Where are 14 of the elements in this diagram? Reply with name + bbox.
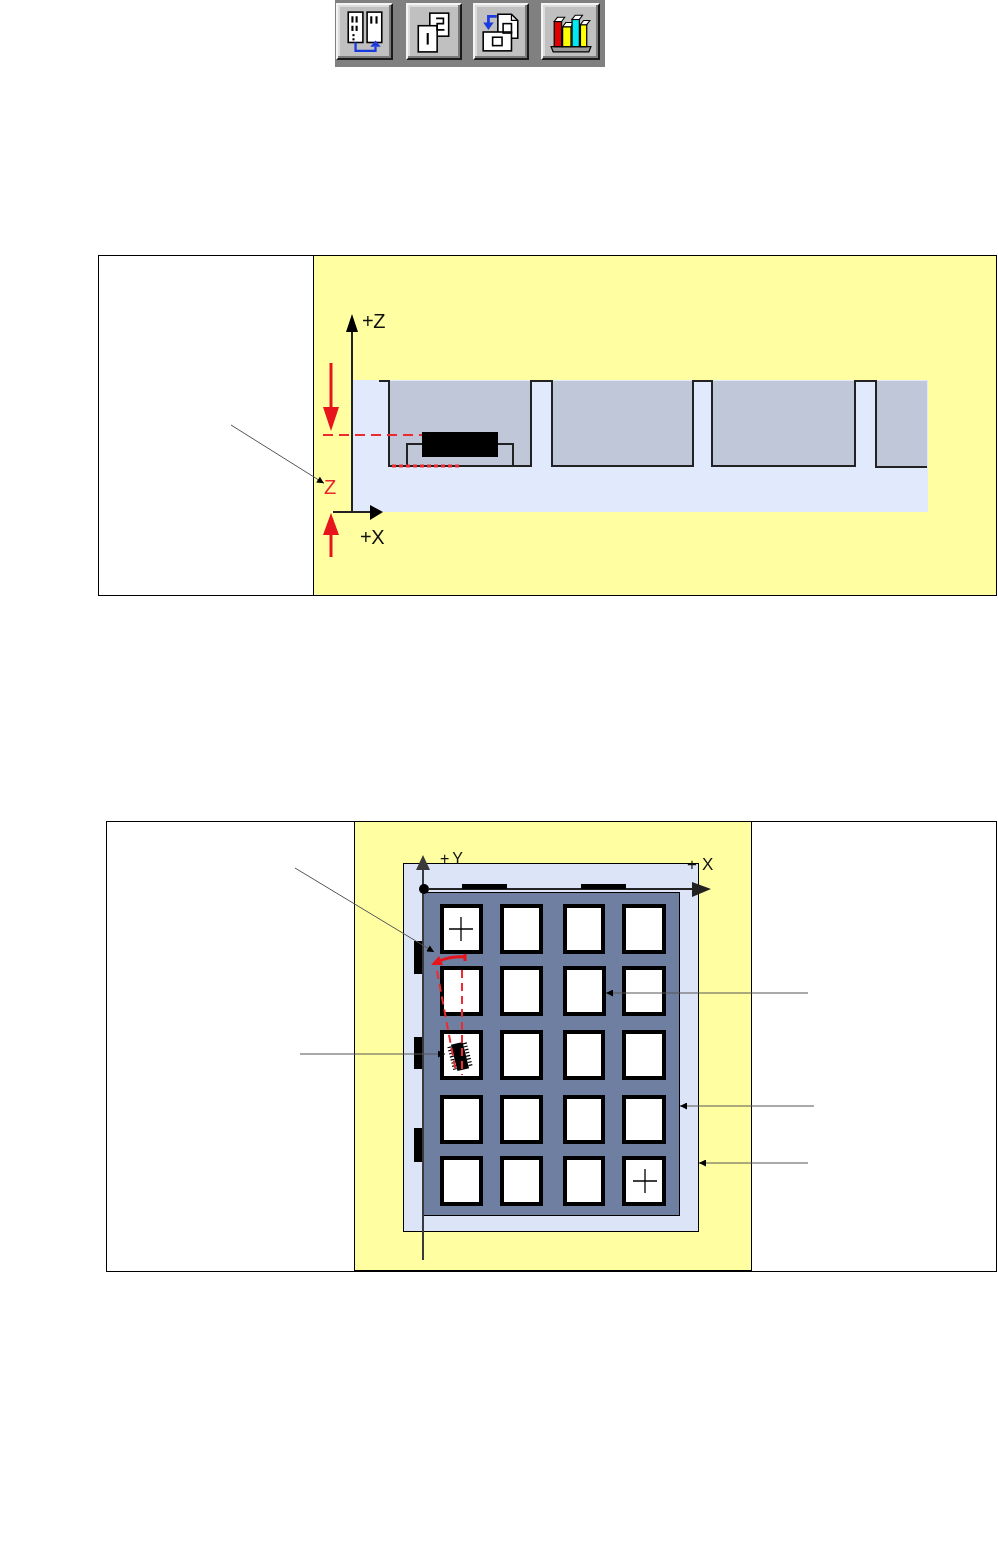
leader-line — [679, 1102, 815, 1110]
leader-line — [605, 989, 809, 997]
tray-panel — [423, 892, 680, 1216]
pocket-cell — [563, 966, 606, 1016]
dimension-label: Z — [324, 477, 336, 497]
chip-icon — [445, 1040, 475, 1073]
axis-label: +X — [360, 527, 385, 547]
leader-line — [299, 1050, 446, 1058]
leader-line — [294, 867, 435, 953]
axis-label: +Z — [362, 311, 385, 331]
leader-line — [230, 424, 325, 484]
axis-label: +X — [687, 856, 719, 873]
leader-line — [698, 1159, 809, 1167]
axis-label: +Y — [440, 851, 466, 867]
